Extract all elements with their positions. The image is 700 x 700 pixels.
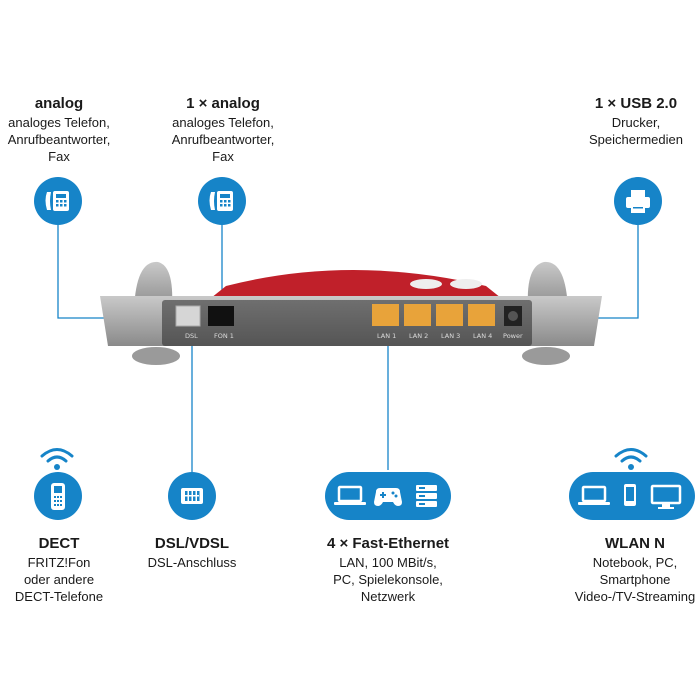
laptop-gamepad-server-icons — [325, 472, 451, 520]
desk-phone-icon — [34, 177, 82, 225]
callout-usb-line1: Drucker, — [611, 115, 661, 130]
dect-handset-icon — [34, 472, 82, 520]
port-label-dsl: DSL — [185, 332, 198, 340]
port-label-power: Power — [503, 332, 523, 340]
callout-fon1-line1: analoges Telefon, — [172, 115, 274, 130]
router-back — [100, 261, 602, 365]
wifi-icon — [614, 448, 648, 470]
callout-fon1: 1 × analog analoges Telefon, Anrufbeantw… — [160, 94, 286, 165]
desk-phone-icon — [198, 177, 246, 225]
callout-analog-line3: Fax — [48, 149, 70, 164]
callout-analog-title: analog — [34, 95, 84, 112]
callout-dect: DECT FRITZ!Fon oder andere DECT-Telefone — [0, 534, 118, 605]
callout-analog: analog analoges Telefon, Anrufbeantworte… — [0, 94, 118, 165]
lan1-port — [372, 304, 399, 326]
fon1-port — [208, 306, 234, 326]
dsl-port-icon — [168, 472, 216, 520]
wifi-icon — [40, 448, 74, 470]
callout-usb: 1 × USB 2.0 Drucker, Speichermedien — [572, 94, 700, 148]
port-label-lan1: LAN 1 — [377, 332, 397, 340]
callout-ethernet-line2: PC, Spielekonsole, — [333, 572, 443, 587]
callout-fon1-line3: Fax — [212, 149, 234, 164]
callout-dect-title: DECT — [38, 535, 80, 552]
callout-wlan-line3: Video-/TV-Streaming — [574, 589, 696, 604]
lan2-port — [404, 304, 431, 326]
callout-dsl: DSL/VDSL DSL-Anschluss — [132, 534, 252, 571]
router-red-top — [211, 270, 501, 298]
callout-fon1-line2: Anrufbeantworter, — [171, 132, 275, 147]
callout-analog-line2: Anrufbeantworter, — [7, 132, 111, 147]
callout-dect-line1: FRITZ!Fon — [27, 555, 91, 570]
callout-dsl-line1: DSL-Anschluss — [147, 555, 237, 570]
callout-wlan-line2: Smartphone — [599, 572, 671, 587]
callout-ethernet-line3: Netzwerk — [360, 589, 416, 604]
callout-usb-title: 1 × USB 2.0 — [594, 95, 678, 112]
port-label-lan4: LAN 4 — [473, 332, 493, 340]
callout-ethernet-title: 4 × Fast-Ethernet — [326, 535, 450, 552]
printer-icon — [614, 177, 662, 225]
callout-fon1-title: 1 × analog — [186, 95, 260, 112]
callout-wlan: WLAN N Notebook, PC, Smartphone Video-/T… — [570, 534, 700, 605]
lan3-port — [436, 304, 463, 326]
callout-analog-line1: analoges Telefon, — [8, 115, 110, 130]
port-label-lan3: LAN 3 — [441, 332, 461, 340]
callout-dsl-title: DSL/VDSL — [154, 535, 230, 552]
callout-ethernet-line1: LAN, 100 MBit/s, — [339, 555, 437, 570]
callout-usb-line2: Speichermedien — [589, 132, 683, 147]
laptop-phone-monitor-icons — [569, 472, 695, 520]
callout-ethernet: 4 × Fast-Ethernet LAN, 100 MBit/s, PC, S… — [305, 534, 471, 605]
port-label-lan2: LAN 2 — [409, 332, 429, 340]
callout-dect-line2: oder andere — [23, 572, 95, 587]
callout-dect-line3: DECT-Telefone — [14, 589, 104, 604]
lan4-port — [468, 304, 495, 326]
callout-wlan-line1: Notebook, PC, — [592, 555, 678, 570]
dsl-port — [175, 305, 201, 327]
port-label-fon1: FON 1 — [214, 332, 234, 340]
callout-wlan-title: WLAN N — [605, 535, 665, 552]
